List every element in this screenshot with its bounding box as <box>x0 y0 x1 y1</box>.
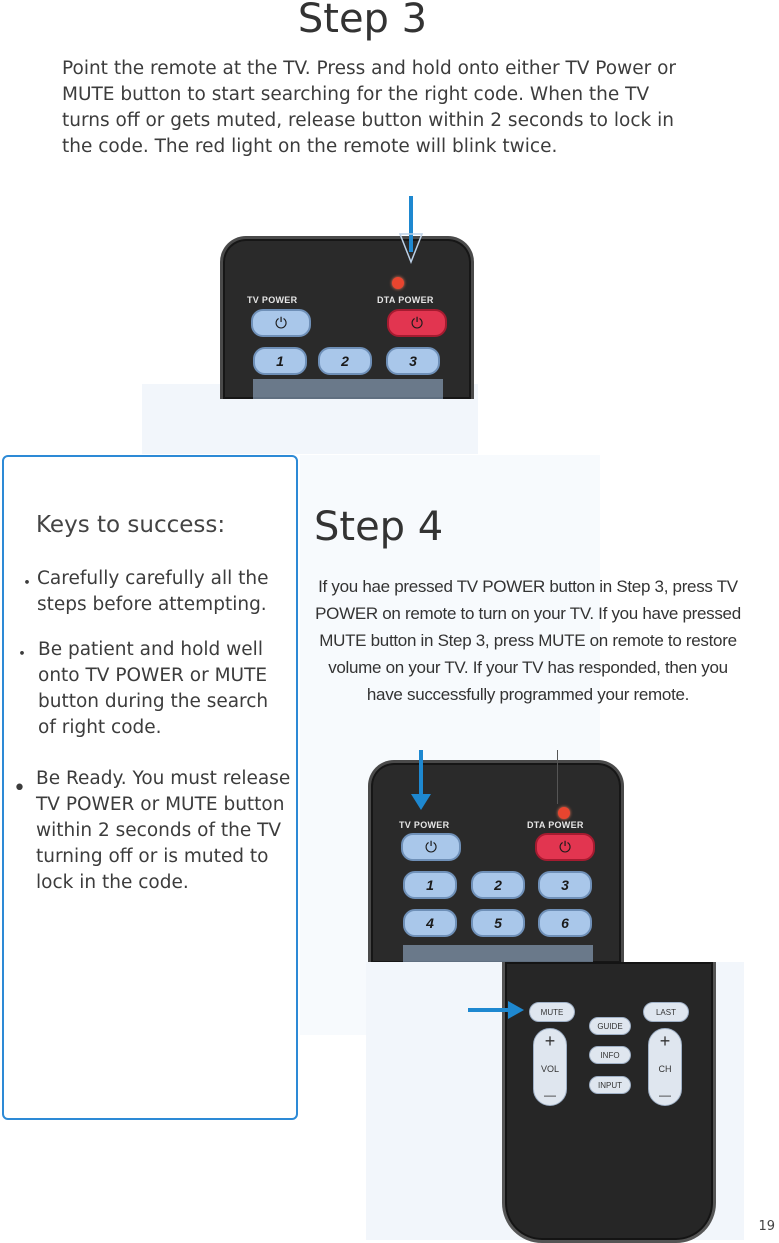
arrow-down-icon <box>411 794 431 810</box>
tv-power-button: ⏻ <box>401 833 461 861</box>
power-icon: ⏻ <box>425 838 437 856</box>
red-indicator-light <box>558 807 570 819</box>
volume-rocker: + VOL — <box>533 1028 567 1106</box>
key-1: 1 <box>403 871 457 899</box>
dta-power-button: ⏻ <box>387 309 447 337</box>
arrow-head-icon <box>398 233 424 264</box>
info-key: INFO <box>589 1046 631 1064</box>
step4-title: Step 4 <box>314 504 444 550</box>
pointer-arrow-tv-power <box>419 750 423 800</box>
mute-key: MUTE <box>529 1002 575 1022</box>
red-indicator-light <box>392 277 404 289</box>
plus-icon: + <box>544 1031 556 1051</box>
key-2: 2 <box>318 347 372 375</box>
tv-power-button: ⏻ <box>251 309 311 337</box>
key-6: 6 <box>538 909 592 937</box>
tv-power-label: TV POWER <box>247 295 298 305</box>
bullet-icon: ・ <box>13 644 31 665</box>
plus-icon: + <box>659 1031 671 1051</box>
minus-icon: — <box>544 1088 556 1102</box>
key-2: 2 <box>471 871 525 899</box>
step4-instructions: If you hae pressed TV POWER button in St… <box>315 577 741 704</box>
power-icon: ⏻ <box>275 314 287 332</box>
last-key: LAST <box>643 1002 689 1022</box>
key-3: 3 <box>538 871 592 899</box>
next-row-keys <box>403 945 593 963</box>
remote-image-middle: TV POWER DTA POWER ⏻ ⏻ 1 2 3 4 5 6 <box>368 760 624 963</box>
tv-power-label: TV POWER <box>399 820 450 830</box>
tip-text-2: Be patient and hold well onto TV POWER o… <box>38 639 269 738</box>
pointer-arrow-mute <box>468 1008 514 1012</box>
vol-label: VOL <box>540 1064 559 1074</box>
bullet-icon: ・ <box>18 573 36 594</box>
pointer-arrow-top <box>409 196 413 252</box>
remote-image-bottom: MUTE GUIDE LAST INFO INPUT + VOL — + CH … <box>502 962 716 1243</box>
minus-icon: — <box>659 1088 671 1102</box>
step3-instructions: Point the remote at the TV. Press and ho… <box>62 58 677 157</box>
channel-rocker: + CH — <box>648 1028 682 1106</box>
input-key: INPUT <box>589 1076 631 1094</box>
dta-power-label: DTA POWER <box>527 820 584 830</box>
power-icon: ⏻ <box>411 314 423 332</box>
keys-title: Keys to success: <box>36 512 226 538</box>
arrow-right-icon <box>508 1001 524 1019</box>
dta-power-label: DTA POWER <box>377 295 434 305</box>
page-number: 19 <box>758 1219 775 1234</box>
power-icon: ⏻ <box>559 838 571 856</box>
step3-title: Step 3 <box>297 0 428 42</box>
keys-to-success-box <box>2 455 298 1120</box>
remote-image-top: TV POWER DTA POWER ⏻ ⏻ 1 2 3 <box>220 236 474 399</box>
tip-text-3: Be Ready. You must release TV POWER or M… <box>36 768 291 893</box>
pointer-line-dta <box>557 750 558 804</box>
ch-label: CH <box>658 1064 672 1074</box>
key-5: 5 <box>471 909 525 937</box>
next-row-keys <box>253 379 443 399</box>
tip-text-1: Carefully carefully all the steps before… <box>37 568 269 615</box>
bullet-icon: • <box>13 776 26 801</box>
guide-key: GUIDE <box>589 1017 631 1035</box>
dta-power-button: ⏻ <box>535 833 595 861</box>
key-3: 3 <box>386 347 440 375</box>
key-1: 1 <box>253 347 307 375</box>
key-4: 4 <box>403 909 457 937</box>
